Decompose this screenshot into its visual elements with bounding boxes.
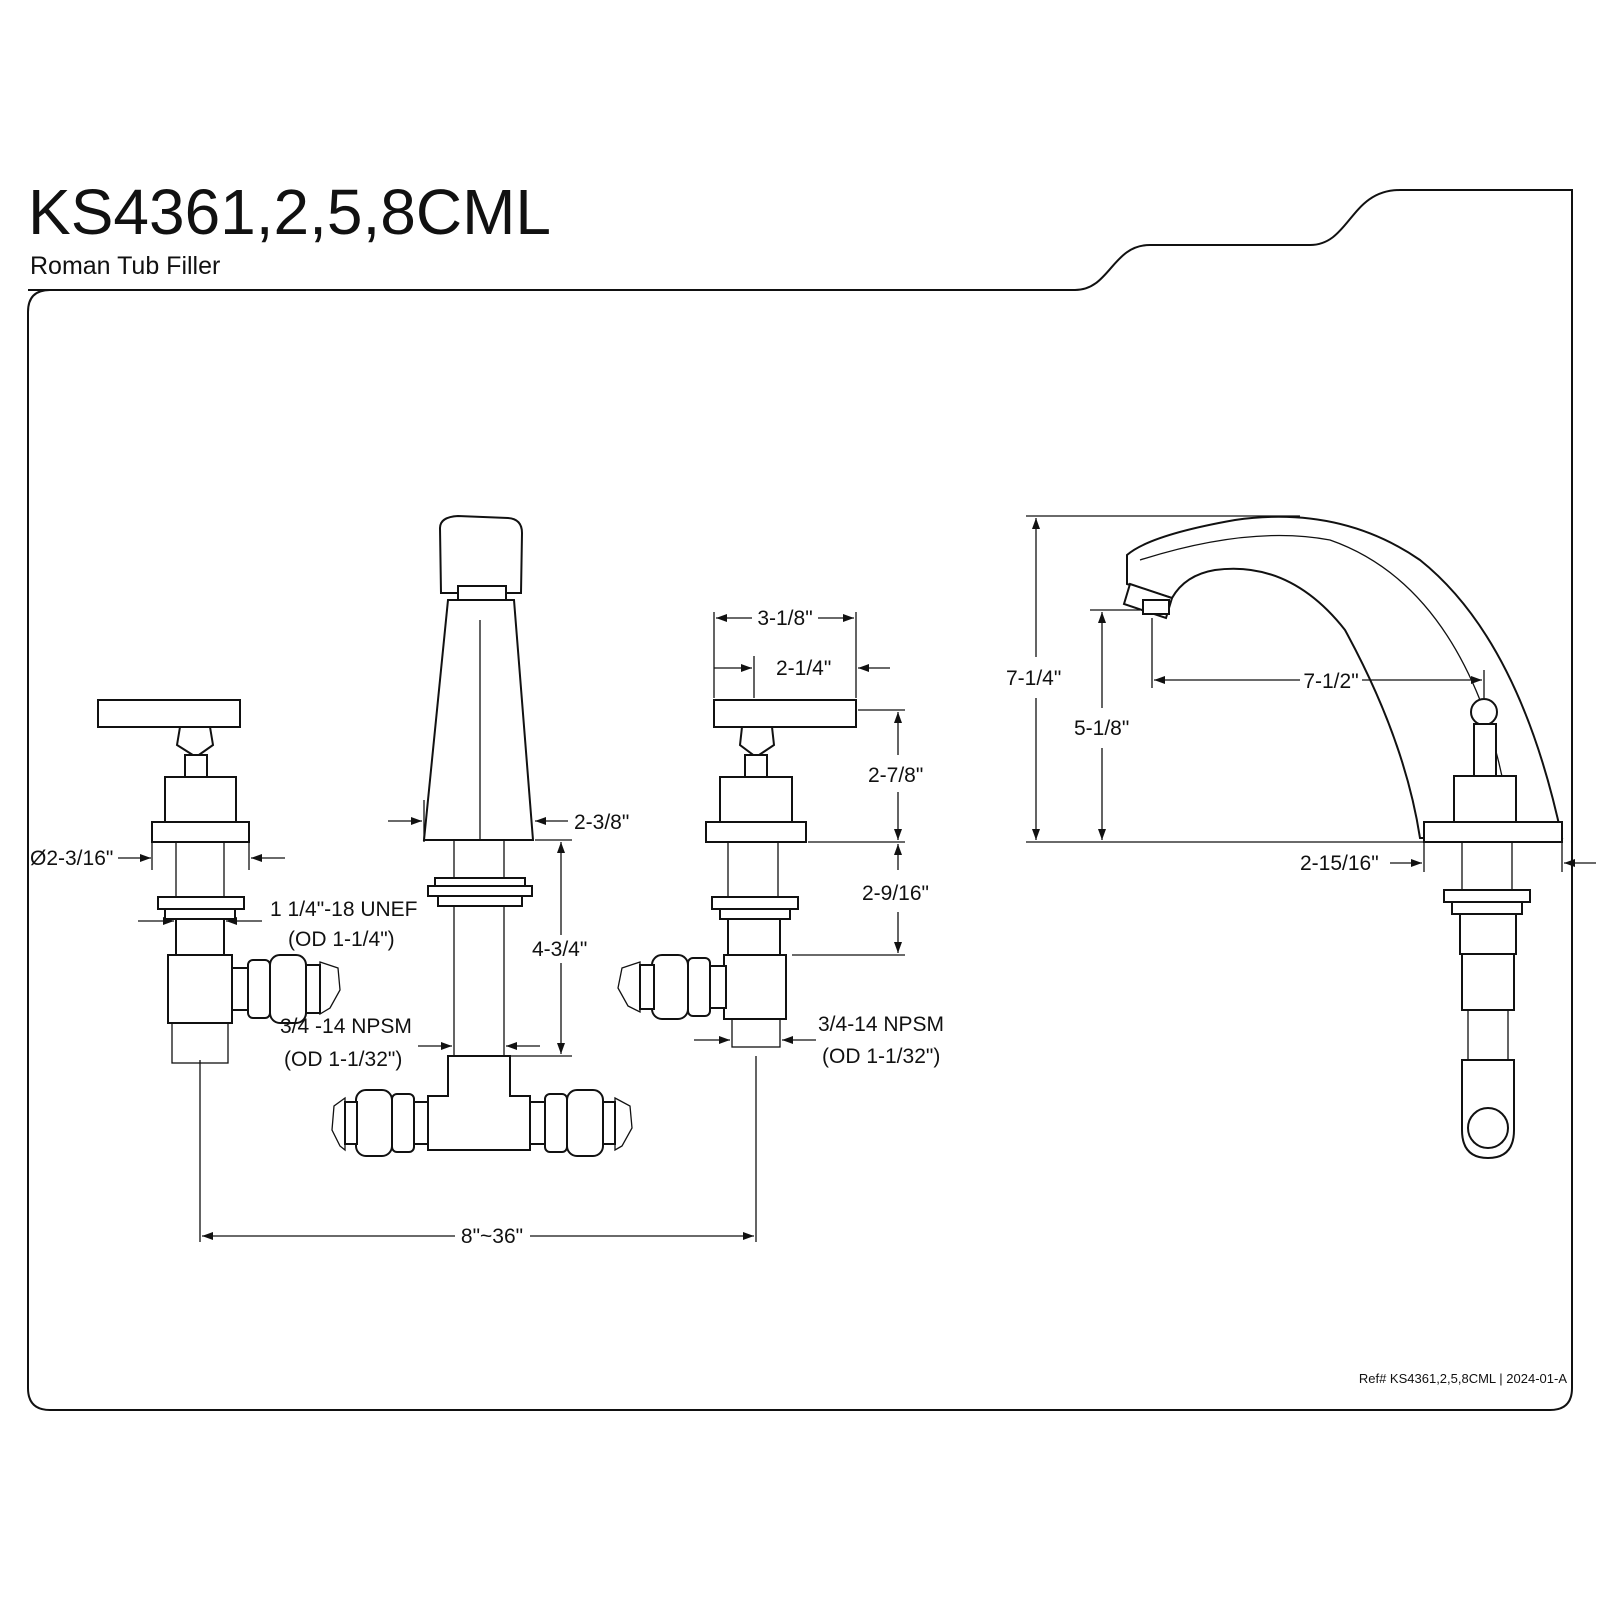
dim-spout-base: 2-3/8" — [574, 811, 629, 834]
dim-handle-diameter: Ø2-3/16" — [30, 847, 113, 870]
dim-spout-base-width: 2-15/16" — [1300, 852, 1379, 875]
dim-shank-height: 2-9/16" — [862, 882, 929, 905]
spout-head — [438, 514, 524, 594]
dim-shank-length: 4-3/4" — [532, 938, 587, 961]
reference-number: Ref# KS4361,2,5,8CML | 2024-01-A — [1359, 1371, 1567, 1386]
left-handle-lever — [97, 699, 241, 728]
dim-handle-height: 2-7/8" — [868, 764, 923, 787]
dim-thread-unef-od: (OD 1-1/4") — [288, 928, 395, 951]
left-valve — [97, 699, 341, 1064]
dim-npsm-right-od: (OD 1-1/32") — [822, 1045, 940, 1068]
model-title: KS4361,2,5,8CML — [28, 176, 551, 248]
dim-spout-reach: 7-1/2" — [1303, 670, 1358, 693]
dim-spread: 8"~36" — [461, 1225, 523, 1248]
side-view-spout — [1122, 515, 1564, 1160]
right-valve — [617, 699, 857, 1048]
center-spout — [331, 514, 633, 1157]
right-handle-lever — [713, 699, 857, 728]
dim-handle-offset: 2-1/4" — [776, 657, 831, 680]
sheet-border — [27, 189, 1573, 1411]
dim-spout-outlet-height: 5-1/8" — [1074, 717, 1129, 740]
spout-body — [422, 599, 535, 841]
tee-fitting — [427, 1055, 531, 1151]
spout-arc-profile — [1126, 515, 1564, 839]
dim-npsm-left: 3/4 -14 NPSM — [280, 1015, 412, 1038]
dim-spout-height: 7-1/4" — [1006, 667, 1061, 690]
dim-handle-length: 3-1/8" — [757, 607, 812, 630]
spout-shank — [453, 905, 505, 1057]
dim-npsm-right: 3/4-14 NPSM — [818, 1013, 944, 1036]
product-subtitle: Roman Tub Filler — [30, 252, 220, 280]
left-handle-hub — [175, 726, 215, 759]
dim-npsm-left-od: (OD 1-1/32") — [284, 1048, 402, 1071]
dimension-lines — [118, 515, 1596, 1242]
dim-thread-unef: 1 1/4"-18 UNEF — [270, 898, 418, 921]
